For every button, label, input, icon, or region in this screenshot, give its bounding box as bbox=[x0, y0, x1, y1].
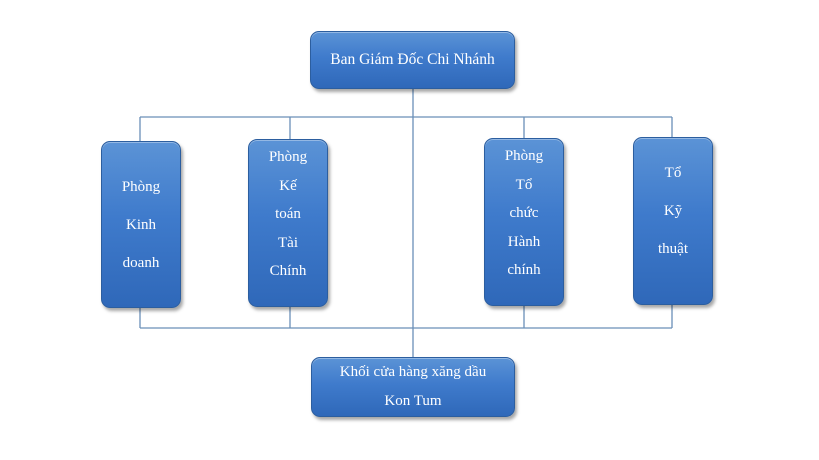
box-to-ky-thuat: Tổ Kỹ thuật bbox=[633, 137, 713, 305]
box-line: Chính bbox=[269, 263, 307, 279]
box-phong-to-chuc: Phòng Tổ chức Hành chính bbox=[484, 138, 564, 306]
box-line: Tài bbox=[278, 234, 298, 251]
box-ban-giam-doc-label: Ban Giám Đốc Chi Nhánh bbox=[330, 51, 495, 68]
box-line: Hành bbox=[507, 233, 541, 250]
box-line: chức bbox=[509, 205, 539, 221]
box-line: Kỹ bbox=[663, 203, 683, 219]
box-line: toán bbox=[275, 206, 301, 222]
box-line: Tổ bbox=[515, 176, 533, 193]
box-line: chính bbox=[507, 262, 541, 278]
box-line: Phòng bbox=[268, 149, 308, 165]
box-line: Phòng bbox=[504, 148, 544, 164]
box-line: doanh bbox=[122, 254, 160, 271]
box-line: Kinh bbox=[126, 216, 156, 233]
box-phong-ke-toan: Phòng Kế toán Tài Chính bbox=[248, 139, 328, 307]
box-line: Tổ bbox=[664, 165, 682, 181]
box-ban-giam-doc: Ban Giám Đốc Chi Nhánh bbox=[310, 31, 515, 89]
box-phong-kinh-doanh: Phòng Kinh doanh bbox=[101, 141, 181, 308]
box-line: Kế bbox=[279, 177, 297, 194]
box-line: Kon Tum bbox=[384, 393, 442, 409]
box-line: Phòng bbox=[121, 178, 161, 195]
box-line: thuật bbox=[658, 241, 688, 257]
box-khoi-cua-hang: Khối cửa hàng xăng dầu Kon Tum bbox=[311, 357, 515, 417]
box-line: Khối cửa hàng xăng dầu bbox=[339, 364, 487, 380]
